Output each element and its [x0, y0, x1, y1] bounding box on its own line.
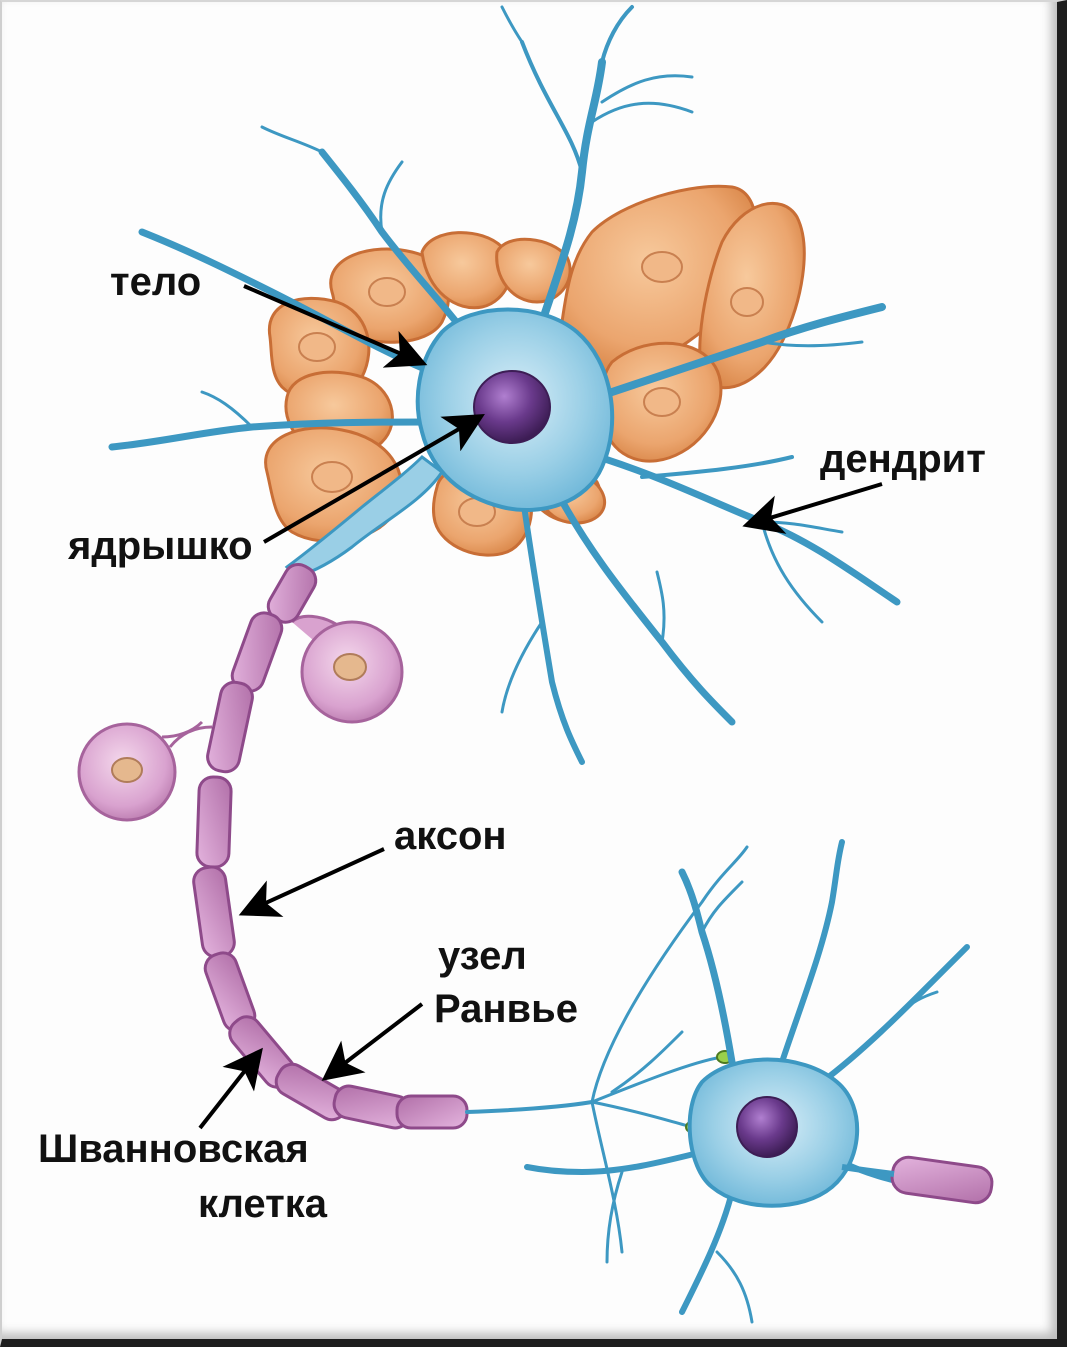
- axon-terminal: [467, 847, 747, 1252]
- arrow-axon: [246, 849, 384, 912]
- dendrite-branch: [522, 42, 582, 172]
- dendrite-branch: [502, 7, 522, 42]
- label-node-line2: Ранвье: [434, 987, 578, 1031]
- label-dendrite: дендрит: [820, 437, 986, 481]
- nucleolus: [474, 371, 550, 443]
- arrow-dendrite: [750, 484, 882, 524]
- myelin-segment: [397, 1096, 467, 1128]
- myelin-segment: [890, 1155, 994, 1205]
- dendrite-branch: [262, 127, 322, 152]
- dendrite-branch: [602, 7, 632, 62]
- label-schwann-line1: Шванновская: [38, 1127, 309, 1171]
- arrow-node-of-ranvier: [328, 1004, 422, 1076]
- label-axon: аксон: [394, 814, 507, 858]
- label-body: тело: [110, 260, 201, 304]
- label-nucleolus: ядрышко: [68, 524, 253, 568]
- myelin-segment: [205, 680, 255, 775]
- dendrite-branch: [202, 392, 252, 427]
- dendrite-branch: [522, 492, 582, 762]
- myelin-segment: [192, 865, 236, 959]
- second-neuron-nucleus: [737, 1097, 797, 1157]
- myelin-segment: [196, 776, 231, 867]
- dendrite-branch: [502, 622, 542, 712]
- dendrite-branch: [602, 76, 692, 102]
- dendrite-branch: [762, 342, 862, 346]
- dendrite-branch: [592, 103, 692, 122]
- label-schwann-line2: клетка: [198, 1182, 327, 1226]
- arrow-schwann-cell: [200, 1054, 258, 1128]
- dendrite-branch: [381, 162, 402, 232]
- label-node-line1: узел: [438, 934, 527, 978]
